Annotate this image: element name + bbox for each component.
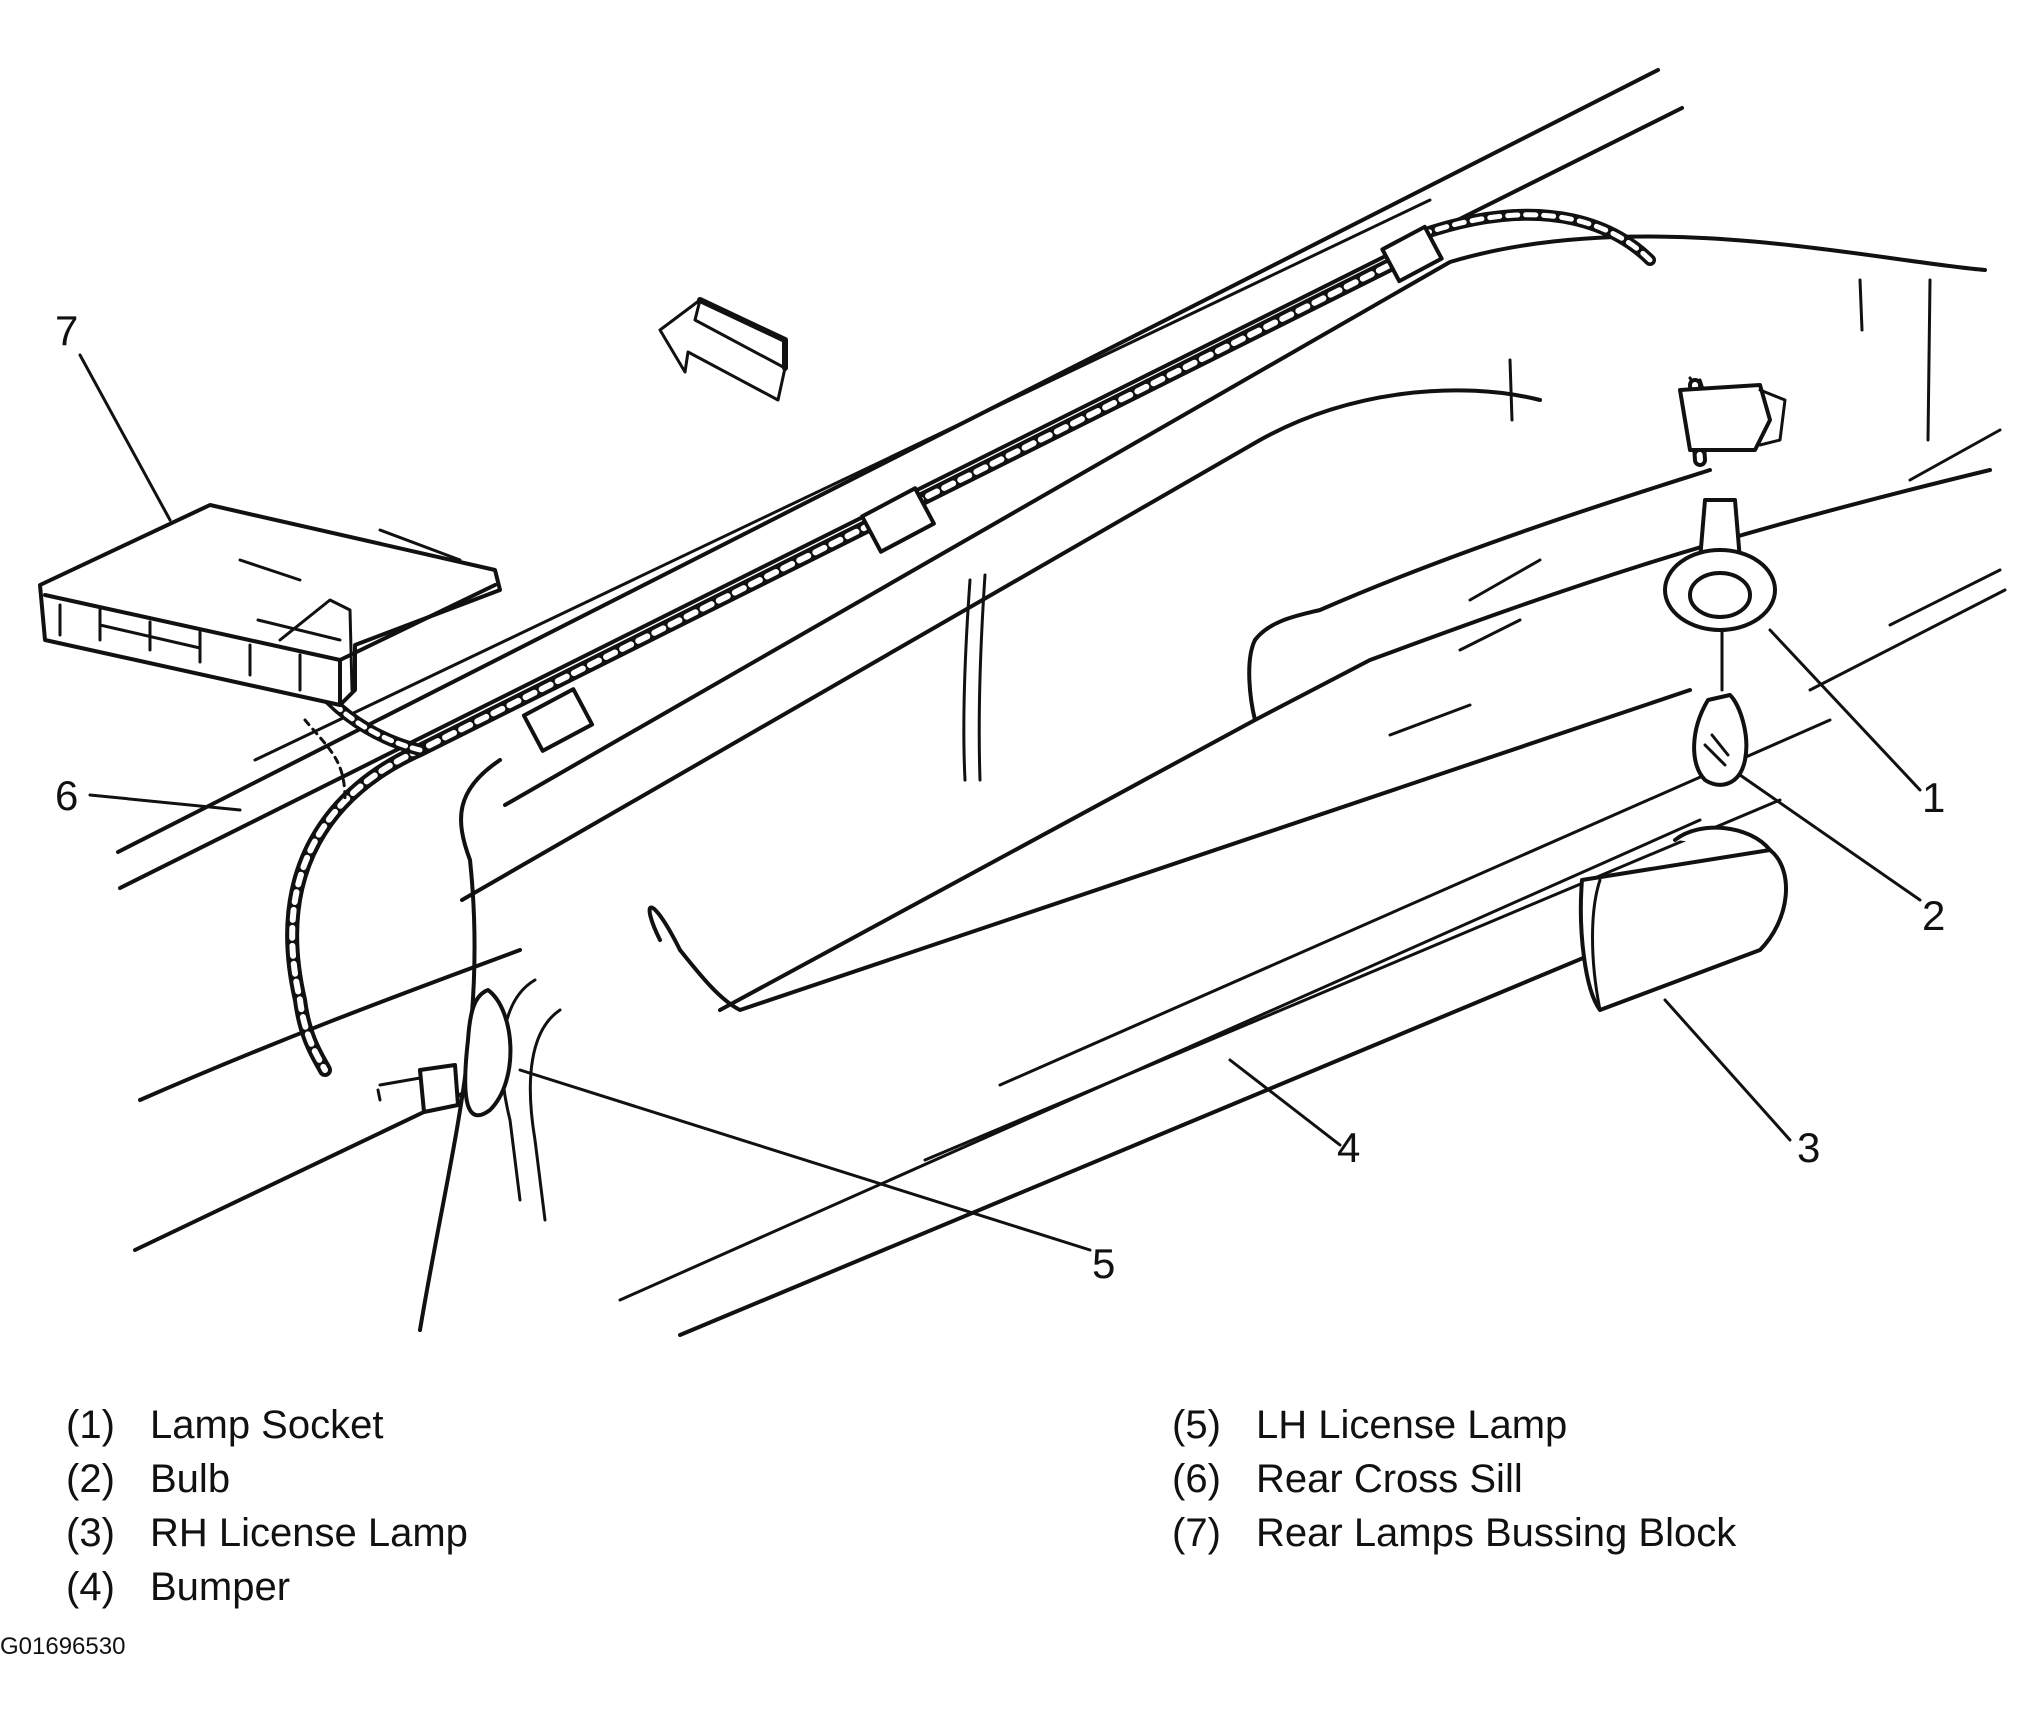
legend-item-rear-cross-sill: (6) Rear Cross Sill	[1172, 1452, 1736, 1506]
bumper	[133, 234, 2007, 1337]
rear-lamps-bussing-block	[38, 503, 502, 802]
legend-right: (5) LH License Lamp (6) Rear Cross Sill …	[1172, 1398, 1736, 1560]
rh-license-lamp	[1578, 825, 1788, 1012]
lamp-socket	[1663, 376, 1787, 632]
legend-item-rh-license-lamp: (3) RH License Lamp	[66, 1506, 468, 1560]
legend-number: (6)	[1172, 1457, 1221, 1501]
forward-arrow-icon	[658, 297, 788, 402]
lh-license-lamp	[376, 988, 513, 1118]
callout-3: 3	[1797, 1124, 1820, 1171]
legend-label: Lamp Socket	[150, 1403, 384, 1447]
legend-item-rear-lamps-bussing-block: (7) Rear Lamps Bussing Block	[1172, 1506, 1736, 1560]
callout-5: 5	[1092, 1240, 1115, 1287]
legend-label: Bumper	[150, 1565, 291, 1609]
callout-2: 2	[1922, 892, 1945, 939]
legend-label: RH License Lamp	[150, 1511, 468, 1555]
legend-number: (7)	[1172, 1511, 1221, 1555]
legend-label: Rear Lamps Bussing Block	[1256, 1511, 1737, 1555]
legend-number: (2)	[66, 1457, 115, 1501]
leader-lines	[78, 353, 1922, 1252]
legend-label: Bulb	[150, 1457, 231, 1501]
legend-item-bulb: (2) Bulb	[66, 1452, 468, 1506]
legend-item-lh-license-lamp: (5) LH License Lamp	[1172, 1398, 1736, 1452]
bulb	[1692, 628, 1749, 787]
callout-6: 6	[55, 772, 78, 819]
legend-number: (1)	[66, 1403, 115, 1447]
legend-label: LH License Lamp	[1256, 1403, 1568, 1447]
figure-id: G01696530	[0, 1633, 126, 1660]
callout-4: 4	[1337, 1124, 1360, 1171]
legend-number: (5)	[1172, 1403, 1221, 1447]
legend-number: (4)	[66, 1565, 115, 1609]
legend-number: (3)	[66, 1511, 115, 1555]
legend-label: Rear Cross Sill	[1256, 1457, 1523, 1501]
callout-1: 1	[1922, 774, 1945, 821]
legend-item-lamp-socket: (1) Lamp Socket	[66, 1398, 468, 1452]
rear-cross-sill	[116, 68, 1684, 890]
legend-item-bumper: (4) Bumper	[66, 1560, 468, 1614]
legend-left: (1) Lamp Socket (2) Bulb (3) RH License …	[66, 1398, 468, 1614]
callout-7: 7	[55, 307, 78, 354]
wiring-harness	[285, 208, 1656, 1077]
